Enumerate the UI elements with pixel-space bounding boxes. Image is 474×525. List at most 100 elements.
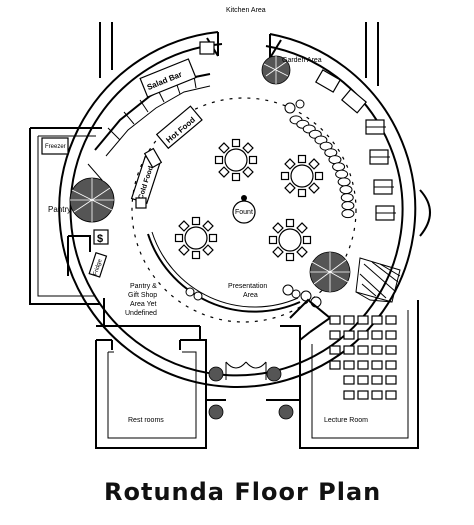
cashier-label: $ xyxy=(97,233,103,245)
chair xyxy=(208,233,218,243)
lecture-seat xyxy=(385,390,397,400)
chair xyxy=(202,220,214,232)
lecture-seat xyxy=(371,360,383,370)
lower-walls xyxy=(96,298,301,341)
lecture-seat xyxy=(385,375,397,385)
pantry-label: Pantry xyxy=(48,205,71,214)
garden-area-label: Garden Area xyxy=(282,57,322,64)
lecture-seat xyxy=(371,315,383,325)
chair xyxy=(248,155,258,165)
chair xyxy=(191,250,201,260)
hedge-bush xyxy=(341,209,355,219)
lecture-seat xyxy=(343,375,355,385)
chair xyxy=(296,222,308,234)
lecture-seat xyxy=(357,390,369,400)
hot-food-counter xyxy=(155,105,203,150)
freezer-label: Freezer xyxy=(45,144,66,150)
lecture-seat xyxy=(343,360,355,370)
hedge-bush xyxy=(332,162,346,172)
inner-ring xyxy=(131,97,357,323)
chair xyxy=(214,155,224,165)
tree-pantry xyxy=(69,177,115,223)
hedge-bush xyxy=(335,169,349,179)
counter-box xyxy=(199,41,215,55)
chair xyxy=(284,182,296,194)
chair xyxy=(308,158,320,170)
inner-rail xyxy=(147,233,301,313)
lecture-seat xyxy=(343,315,355,325)
corridor-wall xyxy=(289,298,332,333)
lecture-seat xyxy=(357,330,369,340)
cashier-box xyxy=(93,229,109,245)
lecture-seat xyxy=(371,345,383,355)
lecture-seat xyxy=(371,330,383,340)
lecture-seat xyxy=(357,360,369,370)
lecture-seat xyxy=(357,315,369,325)
rest-rooms: Rest rooms xyxy=(95,339,207,449)
round-tables xyxy=(174,138,324,262)
chair xyxy=(296,246,308,258)
service-tables xyxy=(135,147,163,209)
chair xyxy=(231,138,241,148)
lecture-seat xyxy=(385,315,397,325)
chair xyxy=(242,166,254,178)
chair xyxy=(218,142,230,154)
chair xyxy=(231,172,241,182)
lecture-seat xyxy=(343,330,355,340)
lecture-seat xyxy=(343,345,355,355)
round-table xyxy=(214,138,258,182)
hedge-bush xyxy=(339,185,353,195)
chair xyxy=(285,218,295,228)
freezer-box xyxy=(41,137,69,155)
lecture-seat xyxy=(385,360,397,370)
lecture-seat xyxy=(371,390,383,400)
chair xyxy=(191,216,201,226)
chair xyxy=(178,220,190,232)
lecture-seat xyxy=(329,345,341,355)
round-table xyxy=(174,216,218,260)
chair xyxy=(178,244,190,256)
lecture-seat xyxy=(371,375,383,385)
fountain-marker xyxy=(241,195,247,201)
rotunda-outer-wall xyxy=(58,31,417,388)
round-table xyxy=(280,154,324,198)
fountain-label: Fount xyxy=(235,209,253,216)
pantry-gift-label-4: Undefined xyxy=(125,310,157,317)
chair xyxy=(302,235,312,245)
chair xyxy=(297,188,307,198)
pantry-annex: Freezer Pantry xyxy=(29,127,102,305)
rest-rooms-label: Rest rooms xyxy=(128,417,164,424)
salad-bar xyxy=(139,58,197,98)
lecture-seat xyxy=(329,330,341,340)
chair xyxy=(308,182,320,194)
hedge-bush xyxy=(341,201,355,211)
plan-title: Rotunda Floor Plan xyxy=(104,478,381,506)
presentation-label-2: Area xyxy=(243,292,258,299)
pantry-gift-label-2: Gift Shop xyxy=(128,292,157,299)
lecture-seat xyxy=(343,390,355,400)
chair xyxy=(284,158,296,170)
chair xyxy=(242,142,254,154)
right-wall-bay xyxy=(419,189,431,237)
lecture-seat xyxy=(357,375,369,385)
fridge-label: Fridge xyxy=(93,258,104,277)
lecture-room: Lecture Room xyxy=(299,300,419,449)
tree-presentation xyxy=(309,251,351,293)
chair xyxy=(202,244,214,256)
kitchen-area-label: Kitchen Area xyxy=(226,7,266,14)
booth-tables xyxy=(315,69,396,221)
round-table xyxy=(268,218,312,262)
fridge-box xyxy=(88,251,108,278)
chair xyxy=(218,166,230,178)
stairs xyxy=(355,257,401,303)
pantry-gift-label-1: Pantry & xyxy=(130,283,157,290)
lecture-room-label: Lecture Room xyxy=(324,417,368,424)
chair xyxy=(272,246,284,258)
tree-garden xyxy=(261,55,291,85)
chair xyxy=(285,252,295,262)
chair xyxy=(297,154,307,164)
pantry-gift-label-3: Area Yet xyxy=(130,301,157,308)
chair xyxy=(174,233,184,243)
lecture-seats xyxy=(329,315,397,400)
